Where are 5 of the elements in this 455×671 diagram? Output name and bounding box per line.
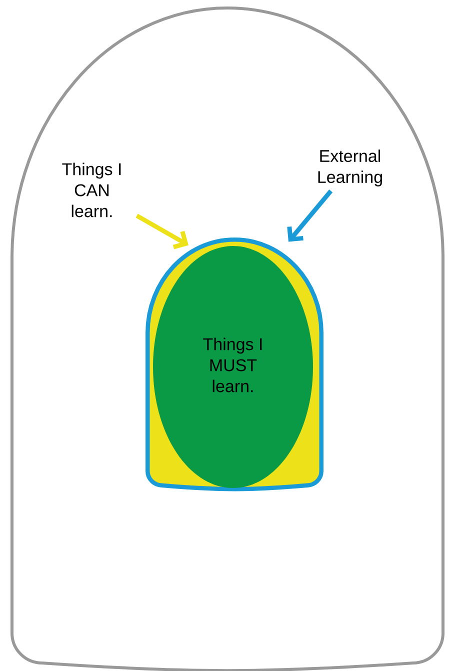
dome-shape — [10, 6, 444, 671]
text-label: Things I CAN learn. — [62, 162, 121, 218]
arrow — [136, 214, 188, 250]
arrow — [287, 189, 333, 242]
text-label: External Learning — [318, 150, 382, 186]
